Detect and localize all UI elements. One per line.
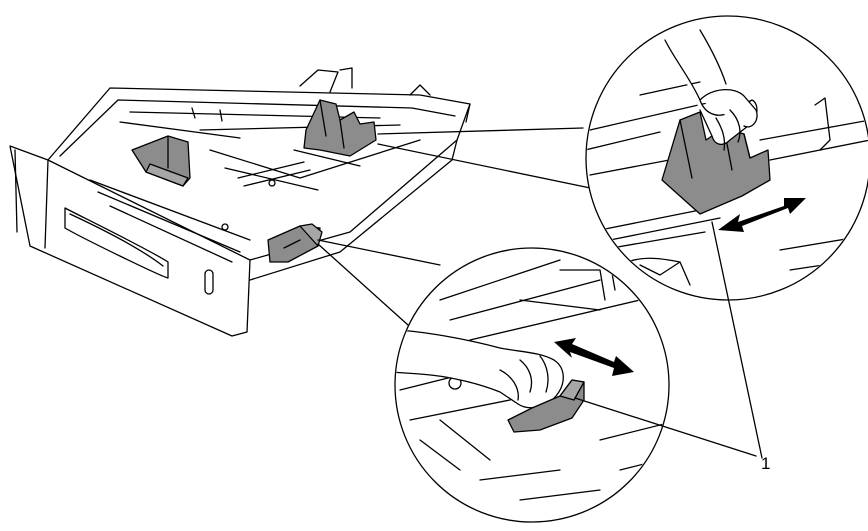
tray-rear-guide	[237, 99, 377, 187]
tray-side-guide-left	[131, 135, 191, 187]
callout-lines	[317, 127, 601, 326]
zoom-rear-guide	[661, 111, 771, 215]
label-leader-lines	[574, 221, 763, 459]
double-headed-arrow-icon	[554, 338, 634, 376]
double-headed-arrow-icon	[718, 198, 806, 232]
paper-tray	[9, 67, 471, 337]
zoom-circle-side-guide	[394, 247, 670, 523]
hand-icon	[396, 329, 564, 409]
hand-icon	[664, 29, 758, 151]
zoom-circle-rear-guide	[585, 15, 868, 301]
paper-level-slot	[204, 269, 214, 295]
tray-front-guide	[267, 223, 323, 263]
zoom-side-guide	[507, 379, 585, 433]
callout-label-1: 1	[761, 454, 771, 473]
tray-handle-recess	[64, 207, 169, 279]
